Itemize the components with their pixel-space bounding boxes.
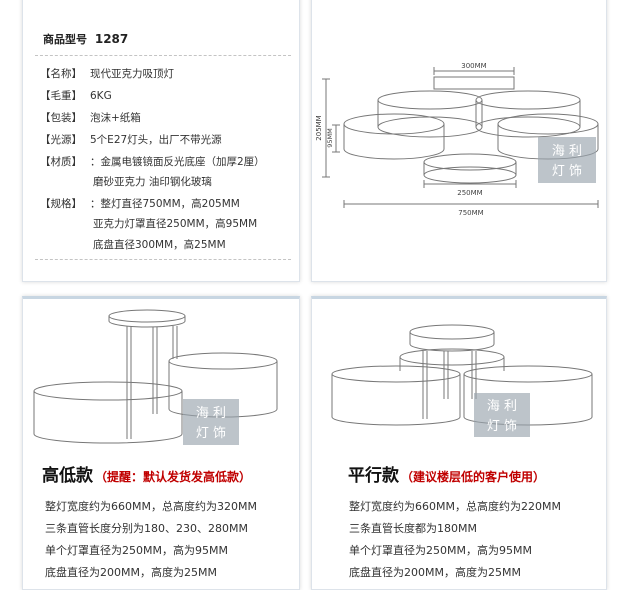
shade-left-back <box>343 113 445 160</box>
staggered-line-4: 底盘直径为200MM，高度为25MM <box>45 566 217 579</box>
ceiling-plate <box>433 76 515 90</box>
dim-label-shade-height: 95MM <box>326 128 334 148</box>
staggered-illustration: 海 利 灯 饰 <box>33 309 278 445</box>
dim-label-top: 300MM <box>461 62 486 70</box>
watermark <box>183 399 239 445</box>
parallel-illustration: 海 利 灯 饰 <box>331 324 593 437</box>
parallel-panel: 海 利 灯 饰 平行款（建议楼层低的客户使用） 整灯宽度约为660MM，总高度约… <box>311 296 607 590</box>
shade-right-front <box>475 90 581 138</box>
shade-back <box>399 348 505 371</box>
parallel-line-3: 单个灯罩直径为250MM，高为95MM <box>349 544 532 557</box>
staggered-title: 高低款（提醒：默认发货发高低款） <box>42 466 252 486</box>
dim-label-shade-diameter: 250MM <box>457 189 482 197</box>
shade-left <box>331 365 461 426</box>
staggered-line-2: 三条直管长度分别为180、230、280MM <box>45 522 248 535</box>
spec-size-continued-2: 底盘直径300MM，高25MM <box>93 239 226 251</box>
staggered-line-1: 整灯宽度约为660MM，总高度约为320MM <box>45 500 257 513</box>
watermark <box>538 137 596 183</box>
specs-panel: 商品型号 1287 【名称】现代亚克力吸顶灯 【毛重】6KG 【包装】泡沫+纸箱… <box>22 0 300 282</box>
shade-high <box>168 352 278 418</box>
model-line: 商品型号 1287 <box>43 31 128 47</box>
parallel-line-1: 整灯宽度约为660MM，总高度约为220MM <box>349 500 561 513</box>
divider <box>35 55 291 56</box>
spec-row-light-source: 【光源】5个E27灯头，出厂不带光源 <box>40 134 222 146</box>
spec-row-weight: 【毛重】6KG <box>40 90 112 102</box>
parallel-line-4: 底盘直径为200MM，高度为25MM <box>349 566 521 579</box>
divider <box>35 259 291 260</box>
ceiling-plate <box>108 309 186 323</box>
shade-center-front <box>423 153 517 184</box>
dim-label-height: 205MM <box>315 115 323 140</box>
parallel-line-2: 三条直管长度都为180MM <box>349 522 477 535</box>
svg-text:海 利: 海 利 <box>552 144 582 159</box>
watermark <box>474 393 530 437</box>
svg-text:海 利: 海 利 <box>196 406 226 421</box>
ceiling-plate <box>409 324 495 340</box>
shade-middle <box>33 381 183 444</box>
spec-row-name: 【名称】现代亚克力吸顶灯 <box>40 68 174 80</box>
spec-size-continued-1: 亚克力灯罩直径250MM，高95MM <box>93 218 258 230</box>
spec-row-package: 【包装】泡沫+纸箱 <box>40 112 141 124</box>
svg-text:灯 饰: 灯 饰 <box>487 419 517 434</box>
parallel-note: （建议楼层低的客户使用） <box>401 470 546 484</box>
spec-row-material: 【材质】：金属电镀镜面反光底座（加厚2厘） <box>40 156 265 168</box>
dimension-panel: 300MM 205MM 95MM 250MM 750MM 海 利 灯 饰 <box>311 0 607 282</box>
spec-row-size: 【规格】：整灯直径750MM，高205MM <box>40 198 240 210</box>
staggered-panel: 海 利 灯 饰 高低款（提醒：默认发货发高低款） 整灯宽度约为660MM，总高度… <box>22 296 300 590</box>
dimension-drawing: 300MM 205MM 95MM 250MM 750MM 海 利 灯 饰 <box>315 62 599 217</box>
spec-material-continued: 磨砂亚克力 油印钢化玻璃 <box>93 176 212 188</box>
staggered-note: （提醒：默认发货发高低款） <box>95 470 252 484</box>
parallel-title: 平行款（建议楼层低的客户使用） <box>348 466 546 486</box>
staggered-line-3: 单个灯罩直径为250MM，高为95MM <box>45 544 228 557</box>
svg-text:海 利: 海 利 <box>487 399 517 414</box>
svg-text:灯 饰: 灯 饰 <box>196 426 226 441</box>
dim-label-overall: 750MM <box>458 209 483 217</box>
svg-text:灯 饰: 灯 饰 <box>552 164 582 179</box>
model-label: 商品型号 <box>43 33 87 46</box>
model-number: 1287 <box>94 32 129 46</box>
